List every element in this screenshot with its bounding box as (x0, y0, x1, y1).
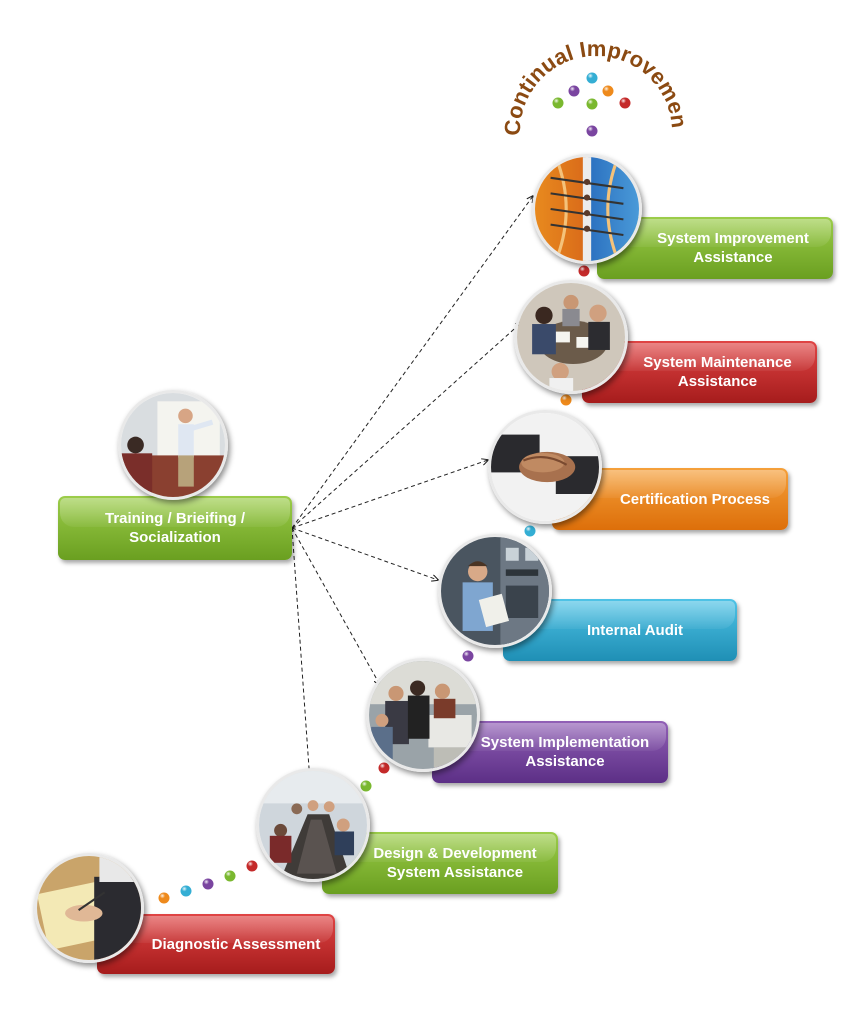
trainer-presenting-photo (118, 390, 228, 500)
arrow-to-improvement (291, 196, 533, 529)
connector-beads (158, 72, 631, 904)
step-label-certification: Certification Process (619, 490, 771, 508)
continual-improvement-title: Continual Improvement (0, 0, 692, 136)
step-box-diagnostic: Diagnostic Assessment (97, 914, 335, 974)
arrow-to-certification (291, 460, 488, 529)
team-discussion-photo (514, 280, 628, 394)
step-label-design: Design & Development System Assistance (373, 845, 537, 881)
team-at-computer-photo (366, 658, 480, 772)
arrow-to-maintenance (291, 322, 522, 529)
arrow-to-design (291, 527, 310, 782)
connector-arrows (291, 196, 533, 782)
auditor-with-clipboard-photo (438, 534, 552, 648)
meeting-table-photo (256, 768, 370, 882)
rowing-team-photo (532, 154, 642, 264)
step-label-maintenance: System Maintenance Assistance (643, 354, 792, 390)
step-label-improvement: System Improvement Assistance (657, 230, 809, 266)
step-label-audit: Internal Audit (586, 621, 684, 639)
hub-box: Training / Brieifing / Socialization (58, 496, 292, 560)
arrow-to-implementation (291, 527, 380, 685)
hub-label: Training / Brieifing / Socialization (104, 510, 245, 546)
writing-notes-photo (34, 853, 144, 963)
arrow-to-audit (291, 527, 438, 580)
step-label-implementation: System Implementation Assistance (480, 734, 650, 770)
step-label-diagnostic: Diagnostic Assessment (151, 935, 321, 953)
handshake-photo (488, 410, 602, 524)
